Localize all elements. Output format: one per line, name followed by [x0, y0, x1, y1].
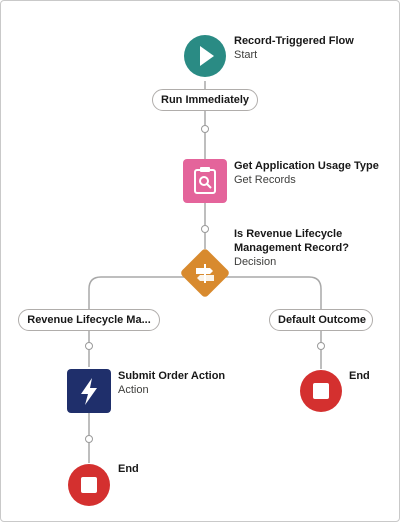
- end-right-title: End: [349, 370, 370, 382]
- get-records-node[interactable]: [183, 159, 227, 203]
- action-label: Submit Order Action Action: [118, 369, 225, 397]
- end-left-title: End: [118, 463, 139, 475]
- stop-icon: [68, 464, 110, 506]
- decision-title-line1: Is Revenue Lifecycle: [234, 228, 343, 240]
- connector-add-point[interactable]: [85, 342, 93, 350]
- action-title: Submit Order Action: [118, 370, 226, 382]
- run-immediately-pill[interactable]: Run Immediately: [152, 89, 258, 111]
- decision-label: Is Revenue Lifecycle Management Record? …: [234, 227, 349, 269]
- end-node-right[interactable]: [299, 369, 343, 413]
- get-records-label: Get Application Usage Type Get Records: [234, 159, 379, 187]
- start-label: Record-Triggered Flow Start: [234, 34, 354, 62]
- get-records-title: Get Application Usage Type: [234, 160, 379, 172]
- connector-decision-right: [205, 276, 322, 309]
- action-subtitle: Action: [118, 384, 149, 396]
- start-node[interactable]: [183, 34, 227, 78]
- stop-icon: [300, 370, 342, 412]
- action-node[interactable]: [67, 369, 111, 413]
- connector-add-point[interactable]: [317, 342, 325, 350]
- end-left-label: End: [118, 462, 139, 476]
- connector-add-point[interactable]: [201, 225, 209, 233]
- play-icon: [184, 35, 226, 77]
- decision-node[interactable]: [177, 245, 233, 301]
- connector-add-point[interactable]: [85, 435, 93, 443]
- start-title: Record-Triggered Flow: [234, 35, 354, 47]
- get-records-subtitle: Get Records: [234, 174, 296, 186]
- end-right-label: End: [349, 369, 370, 383]
- decision-subtitle: Decision: [234, 256, 277, 268]
- decision-title-line2: Management Record?: [234, 242, 349, 254]
- outcome-left-pill[interactable]: Revenue Lifecycle Ma...: [18, 309, 160, 331]
- start-subtitle: Start: [234, 49, 258, 61]
- lightning-icon: [67, 369, 111, 413]
- end-node-left[interactable]: [67, 463, 111, 507]
- connector-decision-left: [88, 276, 205, 309]
- decision-icon: [181, 249, 229, 297]
- record-lookup-icon: [183, 159, 227, 203]
- connector-add-point[interactable]: [201, 125, 209, 133]
- outcome-default-pill[interactable]: Default Outcome: [269, 309, 373, 331]
